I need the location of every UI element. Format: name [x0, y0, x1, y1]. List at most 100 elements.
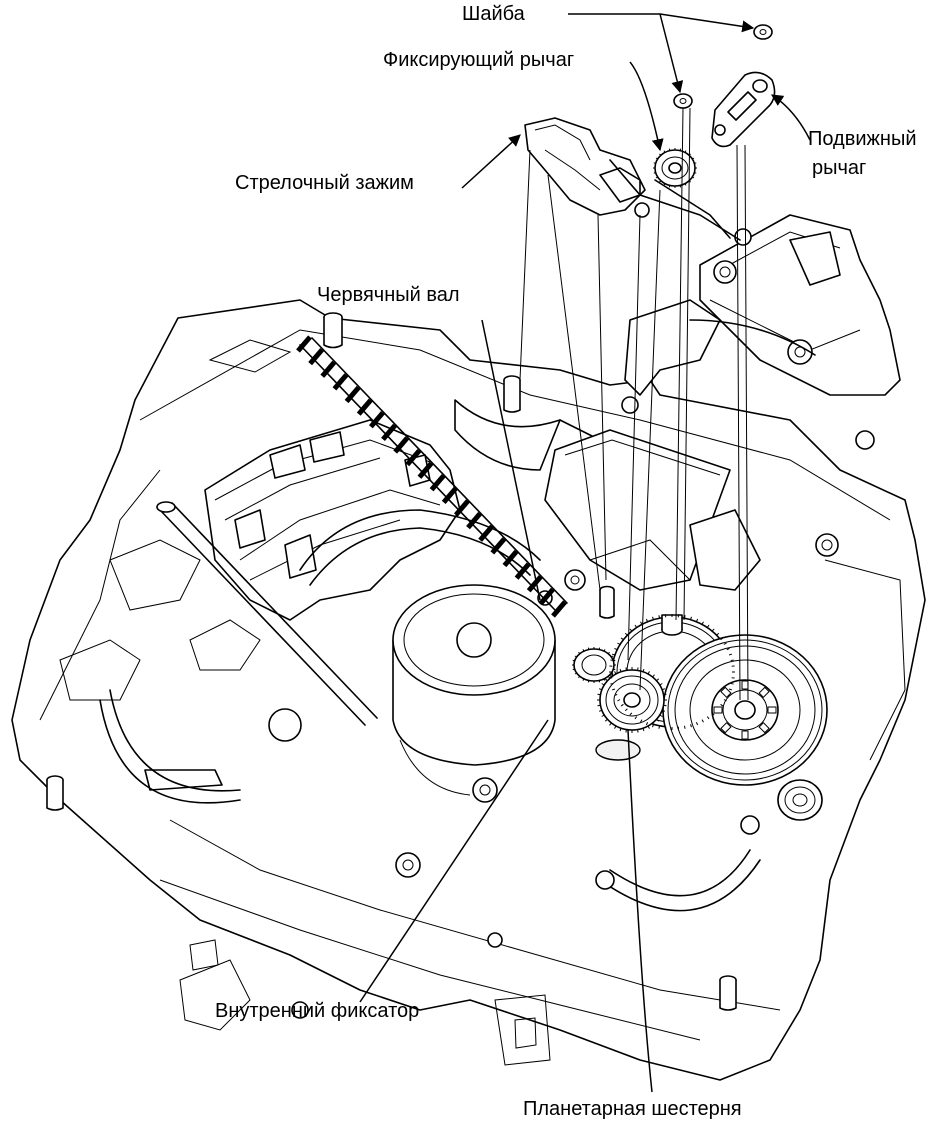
gear-tooth	[572, 668, 575, 671]
gear-tooth	[637, 729, 639, 733]
gear-tooth	[619, 728, 622, 732]
gear-tooth	[614, 647, 618, 651]
gear-tooth	[604, 718, 608, 722]
gear-tooth	[620, 637, 624, 641]
gear-tooth	[701, 719, 704, 723]
helix-band	[514, 562, 531, 580]
gear-train	[573, 614, 828, 821]
right-bracket	[624, 214, 901, 396]
gear-tooth	[647, 671, 650, 675]
gear-tooth	[652, 674, 655, 678]
gear-window	[713, 706, 723, 714]
gear-tooth	[720, 703, 724, 707]
gear-tooth	[656, 678, 660, 682]
gear-tooth	[661, 709, 666, 712]
helix-band	[490, 537, 507, 555]
gear-tooth	[640, 621, 643, 625]
gear-window	[741, 680, 749, 690]
leader-lines	[359, 13, 811, 1093]
helix-band	[405, 448, 422, 467]
gear-tooth	[730, 682, 734, 685]
gear-tooth	[711, 712, 715, 716]
gear-tooth	[663, 704, 667, 707]
gear-tooth	[637, 667, 639, 671]
gear-tooth	[706, 716, 710, 720]
helix-band	[538, 587, 555, 606]
gear-tooth	[574, 672, 577, 675]
label-movable-lever-2: рычаг	[812, 157, 867, 179]
gear-tooth	[598, 709, 603, 712]
gear-tooth	[642, 728, 645, 732]
carriage	[156, 337, 568, 726]
gear-tooth	[610, 682, 614, 685]
gear-tooth	[603, 649, 606, 652]
helix-band	[368, 411, 385, 429]
helix-band	[502, 549, 519, 568]
label-fixing-lever: Фиксирующий рычаг	[383, 49, 575, 71]
gear-tooth	[711, 628, 715, 632]
motor	[392, 584, 556, 796]
gear-tooth	[614, 693, 618, 697]
gear-tooth	[706, 624, 710, 628]
gear-tooth	[716, 632, 720, 636]
gear-tooth	[690, 724, 692, 728]
arrow-clamp	[524, 117, 741, 241]
gear-tooth	[601, 683, 605, 686]
gear-tooth	[574, 655, 577, 658]
gear-tooth	[625, 667, 627, 671]
helix-band	[466, 512, 482, 530]
gear-tooth	[658, 615, 661, 619]
gear-tooth	[652, 724, 654, 728]
gear-window	[767, 706, 777, 714]
gear-tooth	[578, 651, 581, 655]
gear-tooth	[624, 632, 628, 636]
helix-band	[320, 360, 337, 378]
gear-window	[720, 722, 732, 734]
helix-band	[308, 347, 325, 366]
gear-tooth	[658, 725, 661, 729]
label-arrow-clamp: Стрелочный зажим	[235, 172, 414, 194]
tape-guide-arcs	[99, 399, 761, 912]
gear-tooth	[619, 668, 622, 672]
gear-tooth	[597, 704, 601, 707]
gear-tooth	[611, 655, 614, 658]
gear-tooth	[620, 703, 624, 707]
gear-tooth	[661, 688, 666, 691]
label-inner-latch: Внутренний фиксатор	[215, 1000, 420, 1022]
gear-tooth	[611, 688, 616, 691]
gear-tooth	[647, 725, 650, 729]
gear-tooth	[723, 699, 727, 702]
gear-tooth	[603, 678, 606, 681]
washers	[673, 24, 773, 109]
gear-tooth	[607, 651, 610, 655]
gear-tooth	[609, 722, 612, 726]
gear-tooth	[695, 618, 699, 622]
pins	[46, 312, 737, 1011]
fixing-lever-part	[654, 149, 731, 239]
helix-band	[429, 474, 446, 492]
helix-band	[356, 398, 373, 416]
label-washer: Шайба	[462, 3, 525, 25]
gear-tooth	[642, 668, 645, 672]
gear-tooth	[659, 683, 663, 686]
gear-tooth	[617, 699, 621, 702]
gear-tooth	[611, 672, 614, 675]
helix-band	[441, 486, 458, 505]
gear-tooth	[683, 615, 686, 619]
helix-band	[526, 575, 543, 593]
helix-band	[417, 461, 434, 479]
gear-tooth	[728, 653, 733, 656]
gear-tooth	[610, 659, 614, 662]
gear-tooth	[582, 678, 585, 681]
helix-band	[551, 600, 567, 618]
gear-tooth	[587, 647, 590, 650]
gear-tooth	[645, 722, 649, 726]
gear-tooth	[613, 668, 616, 671]
gear-tooth	[726, 647, 730, 651]
gear-tooth	[663, 693, 667, 696]
gear-tooth	[634, 624, 638, 628]
assembly-lines	[519, 107, 749, 701]
holes	[268, 396, 875, 1019]
gear-window	[758, 722, 770, 734]
helix-band	[393, 436, 410, 454]
